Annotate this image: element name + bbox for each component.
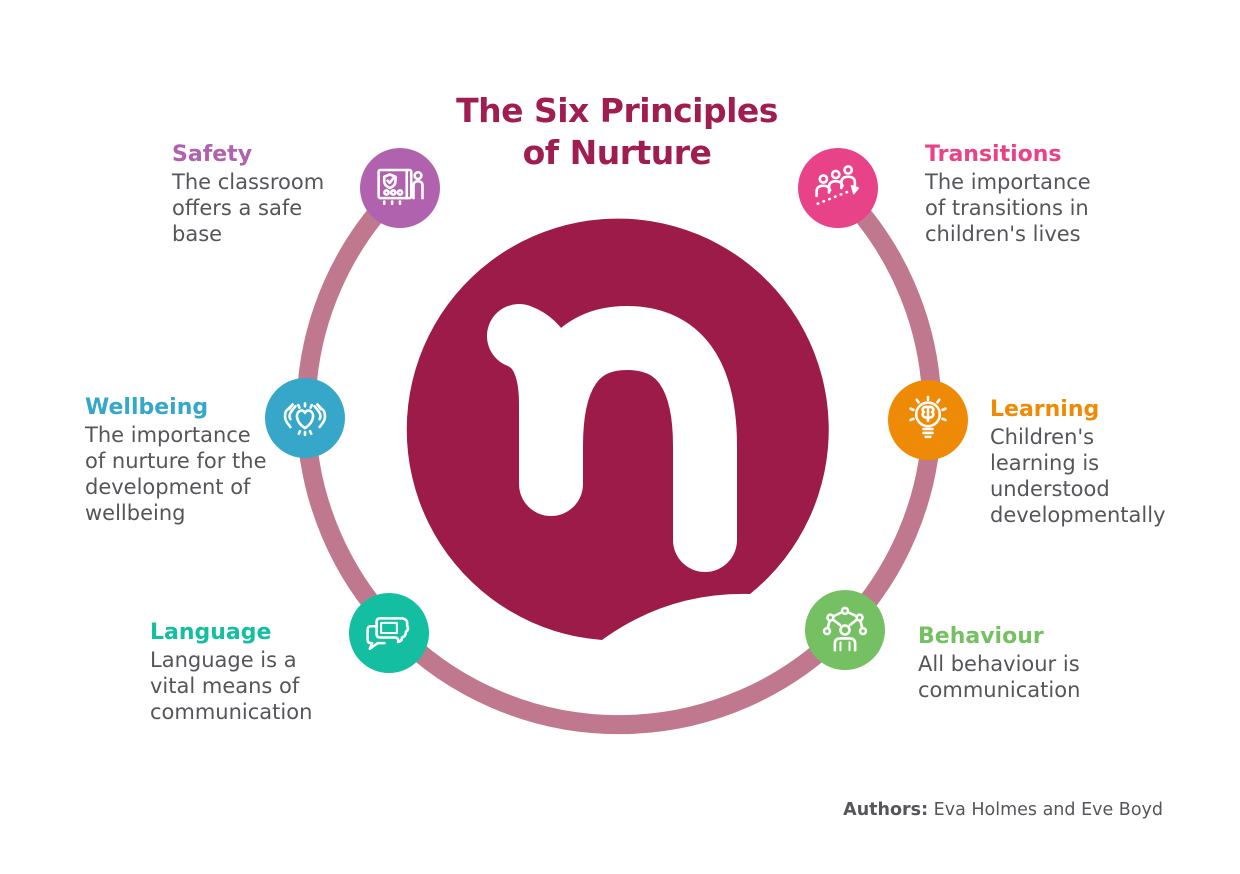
transitions-description: The importance of transitions in childre…: [925, 170, 1091, 246]
behaviour-node: [805, 590, 885, 670]
safety-label: Safety: [172, 142, 253, 167]
title-line-1: The Six Principles: [456, 91, 778, 130]
behaviour-text-block: Behaviour All behaviour is communication: [918, 624, 1133, 703]
language-label: Language: [150, 620, 272, 645]
language-text-block: Language Language is a vital means of co…: [150, 620, 320, 725]
safety-node: [360, 148, 440, 228]
safety-description: The classroom offers a safe base: [172, 170, 325, 246]
speech-bubbles-icon: [366, 617, 410, 651]
language-description: Language is a vital means of communicati…: [150, 648, 313, 724]
wellbeing-label: Wellbeing: [85, 395, 209, 420]
behaviour-label: Behaviour: [918, 624, 1044, 649]
behaviour-description: All behaviour is communication: [918, 652, 1081, 702]
brain-lightbulb-icon: [909, 395, 947, 439]
learning-description: Children's learning is understood develo…: [990, 425, 1166, 527]
person-network-icon: [822, 606, 868, 652]
learning-text-block: Learning Children's learning is understo…: [990, 397, 1170, 528]
safe-base-board-icon: [377, 168, 424, 206]
nurture-logo-bubble: [406, 218, 829, 640]
transitions-label: Transitions: [925, 142, 1062, 167]
authors-credit: Authors: Eva Holmes and Eve Boyd: [843, 800, 1163, 820]
language-node: [349, 593, 429, 673]
safety-text-block: Safety The classroom offers a safe base: [172, 142, 332, 247]
wellbeing-text-block: Wellbeing The importance of nurture for …: [85, 395, 275, 526]
wellbeing-description: The importance of nurture for the develo…: [85, 423, 267, 525]
people-transition-arrow-icon: [815, 165, 860, 206]
transitions-text-block: Transitions The importance of transition…: [925, 142, 1105, 247]
learning-node: [888, 380, 968, 460]
hands-holding-heart-icon: [283, 402, 327, 437]
nurture-logo-letter-n: [487, 304, 737, 572]
authors-names: Eva Holmes and Eve Boyd: [933, 800, 1163, 820]
wellbeing-node: [265, 378, 345, 458]
learning-label: Learning: [990, 397, 1100, 422]
title-line-2: of Nurture: [522, 133, 712, 172]
transitions-node: [798, 148, 878, 228]
page-title: The Six Principles of Nurture: [337, 90, 897, 174]
authors-label: Authors:: [843, 800, 929, 820]
